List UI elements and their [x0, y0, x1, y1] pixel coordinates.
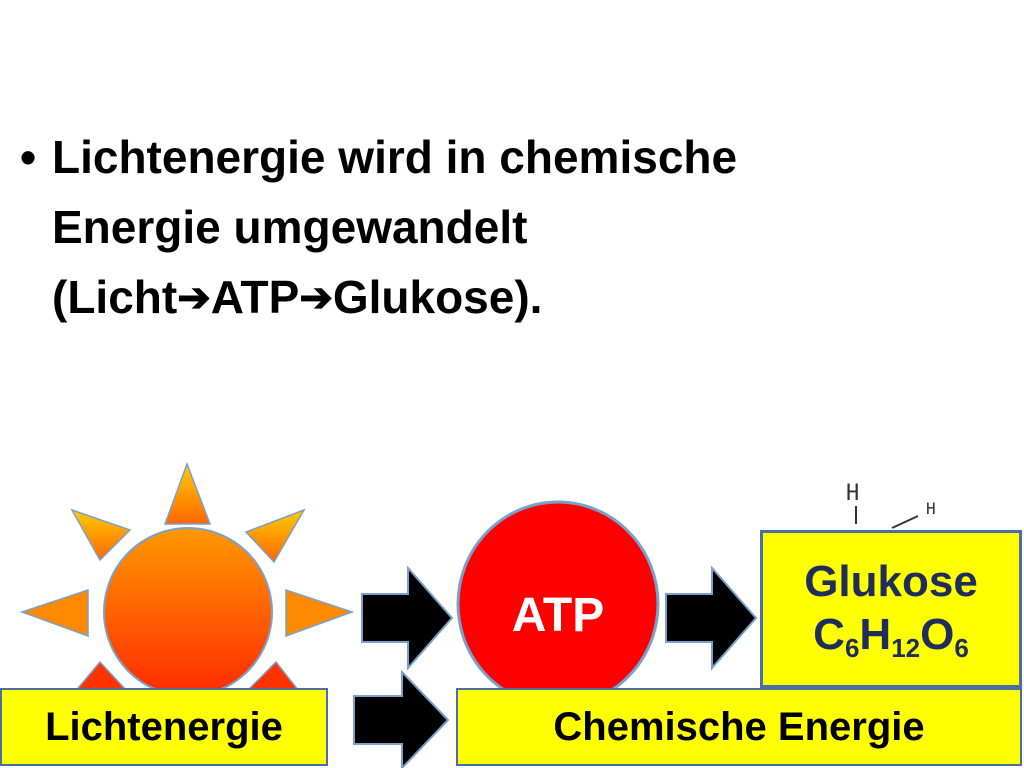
text-atp: ATP — [210, 271, 300, 323]
arrow-right-icon: ➔ — [299, 276, 333, 320]
bullet-line-3: (Licht➔ATP➔Glukose). — [52, 262, 980, 333]
bullet-line-1: Lichtenergie wird in chemische — [52, 131, 738, 183]
sun-ray-upper-left — [70, 508, 132, 562]
sun-ray-right — [285, 588, 355, 638]
arrow-right-icon — [361, 565, 454, 671]
structure-h-right: H — [926, 499, 936, 518]
bullet-point: • Lichtenergie wird in chemische Energie… — [20, 122, 980, 333]
arrow-right-icon — [665, 565, 758, 671]
sun-ray-left — [19, 588, 89, 638]
chemische-energie-label: Chemische Energie — [456, 688, 1022, 766]
text-licht: (Licht — [52, 271, 178, 323]
arrow-right-icon: ➔ — [177, 276, 211, 320]
glukose-formula: C6H12O6 — [813, 610, 969, 663]
glukose-box: Glukose C6H12O6 — [760, 530, 1022, 688]
sun-ray-upper-right — [244, 508, 306, 564]
sun-ray-top — [163, 461, 212, 525]
arrow-right-icon — [353, 669, 450, 768]
bullet-dot: • — [20, 131, 37, 183]
lichtenergie-label: Lichtenergie — [0, 688, 328, 766]
structure-h-top: H — [846, 481, 859, 506]
sun-core — [103, 527, 273, 697]
glukose-name: Glukose — [804, 557, 978, 606]
glucose-structure-icon: H H — [846, 481, 936, 529]
bullet-text: Lichtenergie wird in chemische Energie u… — [52, 122, 980, 333]
text-glukose: Glukose). — [332, 271, 543, 323]
atp-label: ATP — [511, 589, 605, 642]
bullet-line-2: Energie umgewandelt — [52, 201, 528, 253]
sun-icon — [19, 461, 355, 702]
